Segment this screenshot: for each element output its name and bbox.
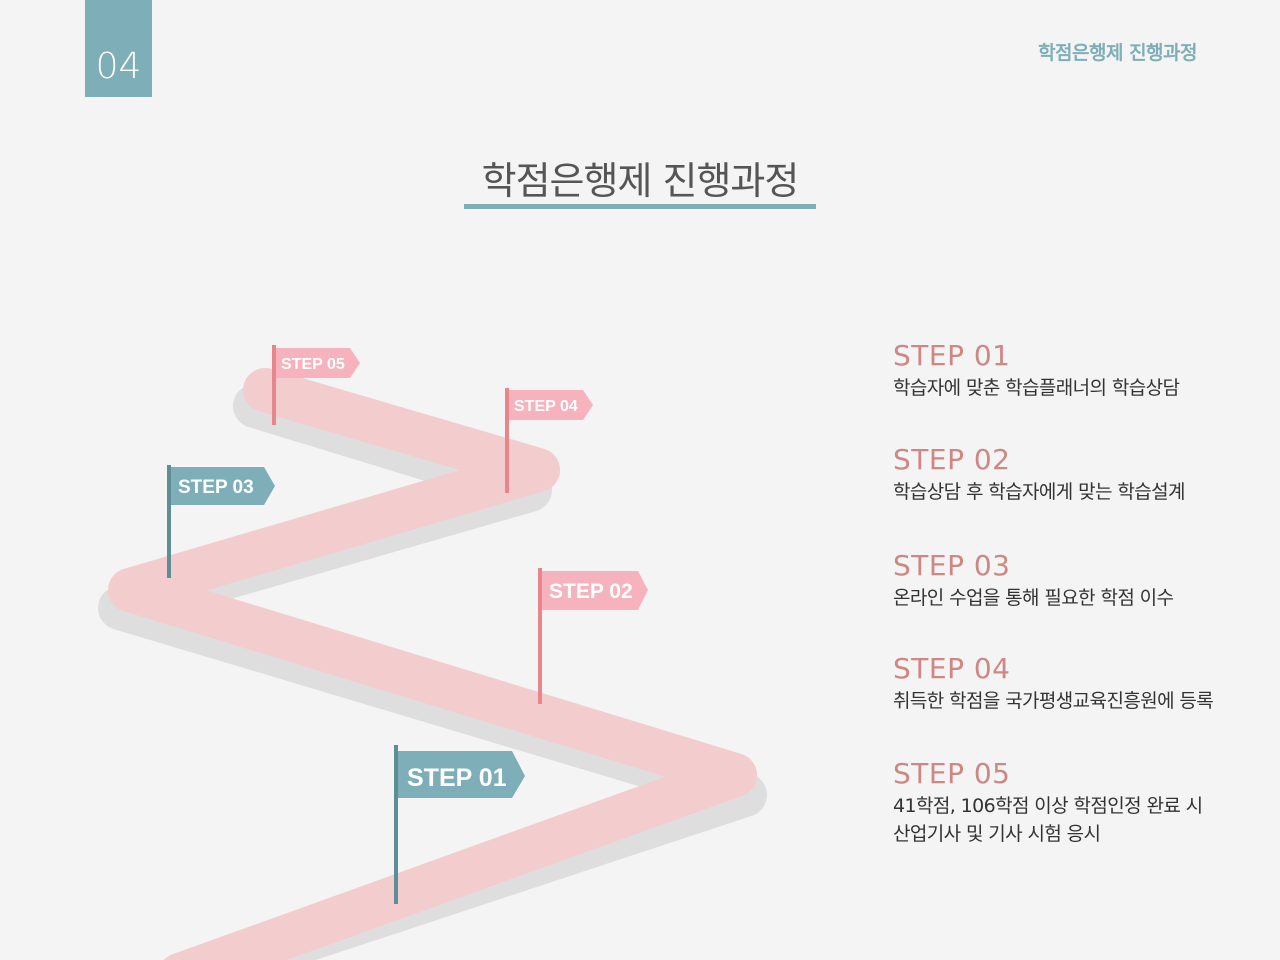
flag-label: STEP 04 [514, 398, 578, 415]
step-item-03: STEP 03 온라인 수업을 통해 필요한 학점 이수 [893, 548, 1174, 612]
step-title: STEP 01 [893, 339, 1011, 372]
flag-banner [276, 348, 360, 378]
page-number-badge: 04 [85, 0, 152, 97]
step-item-04: STEP 04 취득한 학점을 국가평생교육진흥원에 등록 [893, 651, 1214, 715]
header-section-title: 학점은행제 진행과정 [1038, 42, 1197, 64]
flag-banner [171, 467, 275, 505]
flag-pole [272, 345, 276, 425]
flag-pole [167, 465, 171, 578]
road-path [108, 368, 757, 960]
flag-banner [398, 751, 525, 798]
flag-step-03: STEP 03 [167, 465, 275, 578]
flag-step-01: STEP 01 [394, 745, 525, 904]
step-title: STEP 05 [893, 757, 1011, 790]
step-title: STEP 02 [893, 443, 1011, 476]
flag-label: STEP 03 [178, 477, 254, 498]
step-item-05: STEP 05 41학점, 106학점 이상 학점인정 완료 시 산업기사 및 … [893, 756, 1203, 848]
flag-pole [538, 568, 542, 704]
step-description: 온라인 수업을 통해 필요한 학점 이수 [893, 587, 1174, 609]
flag-label: STEP 02 [549, 580, 633, 603]
step-title: STEP 04 [893, 652, 1011, 685]
step-description: 취득한 학점을 국가평생교육진흥원에 등록 [893, 690, 1214, 712]
flag-step-04: STEP 04 [505, 388, 593, 493]
step-description: 41학점, 106학점 이상 학점인정 완료 시 [893, 795, 1203, 817]
flag-step-02: STEP 02 [538, 568, 648, 704]
step-title: STEP 03 [893, 549, 1011, 582]
flag-banner [509, 390, 593, 420]
flag-step-05: STEP 05 [272, 345, 360, 425]
flag-label: STEP 01 [407, 764, 507, 792]
flag-pole [505, 388, 509, 493]
page-title: 학점은행제 진행과정 [481, 159, 800, 203]
page-number: 04 [95, 46, 142, 87]
step-description: 학습자에 맞춘 학습플래너의 학습상담 [893, 377, 1180, 399]
flag-pole [394, 745, 398, 904]
step-description: 학습상담 후 학습자에게 맞는 학습설계 [893, 481, 1185, 503]
step-item-02: STEP 02 학습상담 후 학습자에게 맞는 학습설계 [893, 442, 1185, 506]
flag-banner [542, 571, 648, 610]
step-description-line-2: 산업기사 및 기사 시험 응시 [893, 823, 1101, 845]
step-item-01: STEP 01 학습자에 맞춘 학습플래너의 학습상담 [893, 338, 1180, 402]
title-underline [464, 204, 816, 209]
flag-label: STEP 05 [281, 356, 345, 373]
